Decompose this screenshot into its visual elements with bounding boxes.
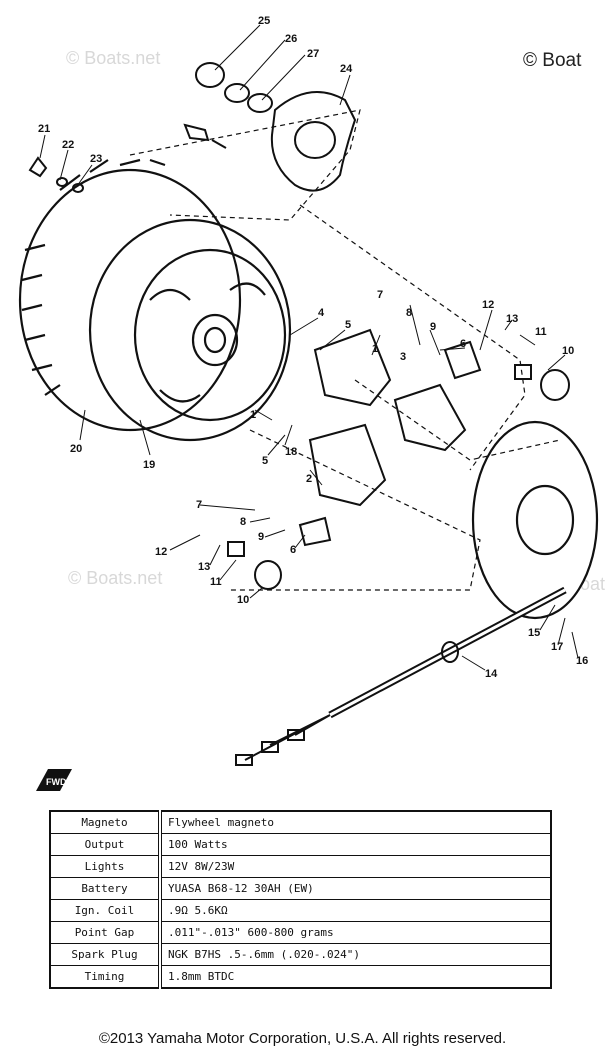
callout-16: 16	[576, 655, 588, 667]
table-row: Timing 1.8mm BTDC	[49, 965, 552, 989]
table-row: Output 100 Watts	[49, 833, 552, 856]
callout-24: 24	[340, 63, 353, 75]
fwd-arrow-icon: FWD	[34, 765, 74, 798]
spec-value: 12V 8W/23W	[159, 855, 552, 878]
callout-23: 23	[90, 153, 102, 165]
table-row: Ign. Coil .9Ω 5.6KΩ	[49, 899, 552, 922]
callout-8-upper: 8	[406, 307, 412, 319]
callout-21: 21	[38, 123, 50, 135]
callout-11-upper: 11	[535, 326, 547, 338]
table-row: Battery YUASA B68-12 30AH (EW)	[49, 877, 552, 900]
wire-harness	[235, 586, 567, 766]
specification-table: Magneto Flywheel magneto Output 100 Watt…	[49, 810, 552, 989]
spec-value: 100 Watts	[159, 833, 552, 856]
watermark-middle-left: © Boats.net	[68, 568, 163, 588]
spec-value: Flywheel magneto	[159, 810, 552, 834]
spec-label: Magneto	[49, 810, 162, 834]
nut-washers	[195, 62, 273, 113]
callout-1-lower: 1	[250, 409, 256, 421]
callout-5-upper: 5	[345, 319, 351, 331]
spec-label: Lights	[49, 855, 162, 878]
callout-14: 14	[485, 668, 498, 680]
watermark-middle-right: oat	[580, 574, 605, 594]
callout-9-lower: 9	[258, 531, 264, 543]
stator-plate	[471, 420, 599, 620]
callout-20: 20	[70, 443, 82, 455]
table-row: Point Gap .011"-.013" 600-800 grams	[49, 921, 552, 944]
callout-15: 15	[528, 627, 540, 639]
callout-8-lower: 8	[240, 516, 246, 528]
callout-6-upper: 6	[460, 338, 466, 350]
condenser-upper	[540, 369, 570, 401]
spec-value: .9Ω 5.6KΩ	[159, 899, 552, 922]
table-row: Spark Plug NGK B7HS .5-.6mm (.020-.024")	[49, 943, 552, 966]
spec-label: Ign. Coil	[49, 899, 162, 922]
spec-label: Point Gap	[49, 921, 162, 944]
callout-13-upper: 13	[506, 313, 518, 325]
screw-21	[28, 156, 48, 178]
ignition-coil-lower	[308, 423, 387, 507]
table-row: Magneto Flywheel magneto	[49, 810, 552, 834]
callout-11-lower: 11	[210, 576, 222, 588]
spec-label: Output	[49, 833, 162, 856]
spec-value: NGK B7HS .5-.6mm (.020-.024")	[159, 943, 552, 966]
callout-12-lower: 12	[155, 546, 167, 558]
exploded-parts-diagram: 25 26 27 24 21 22 23 20 19 4 5 1 7 8 9 6…	[18, 15, 599, 766]
callout-7-upper: 7	[377, 289, 383, 301]
callout-13-lower: 13	[198, 561, 210, 573]
spec-label: Spark Plug	[49, 943, 162, 966]
callout-9-upper: 9	[430, 321, 436, 333]
watermark-top-right: © Boat	[523, 50, 582, 71]
callout-2: 2	[306, 473, 312, 485]
flywheel-fan	[18, 158, 242, 432]
callout-4-upper: 4	[318, 307, 325, 319]
spec-label: Timing	[49, 965, 162, 989]
spec-value: .011"-.013" 600-800 grams	[159, 921, 552, 944]
callout-7-lower: 7	[196, 499, 202, 511]
condenser-lower	[254, 560, 282, 590]
callout-10-upper: 10	[562, 345, 574, 357]
leader-lines	[39, 24, 579, 671]
spec-value: 1.8mm BTDC	[159, 965, 552, 989]
contact-points-lower	[298, 516, 332, 547]
spec-label: Battery	[49, 877, 162, 900]
cover-plate	[270, 91, 357, 192]
magneto-rotor	[88, 218, 292, 442]
spec-value: YUASA B68-12 30AH (EW)	[159, 877, 552, 900]
callout-18: 18	[285, 446, 297, 458]
ignition-coil-right	[393, 383, 467, 452]
callout-25: 25	[258, 15, 270, 27]
contact-points-upper	[443, 340, 482, 380]
table-row: Lights 12V 8W/23W	[49, 855, 552, 878]
callout-26: 26	[285, 33, 297, 45]
callout-10-lower: 10	[237, 594, 249, 606]
callout-6-lower: 6	[290, 544, 296, 556]
callout-19: 19	[143, 459, 155, 471]
copyright-notice: ©2013 Yamaha Motor Corporation, U.S.A. A…	[98, 1030, 507, 1047]
callout-17: 17	[551, 641, 563, 653]
callout-3: 3	[400, 351, 406, 363]
callout-12-upper: 12	[482, 299, 494, 311]
assembly-lines	[129, 109, 561, 591]
small-bolt	[183, 123, 227, 149]
callout-1: 1	[372, 343, 378, 355]
watermark-top-left: © Boats.net	[66, 48, 161, 68]
callout-27: 27	[307, 48, 319, 60]
ignition-coil-upper	[313, 328, 392, 407]
svg-text:FWD: FWD	[46, 777, 67, 787]
callout-5-lower: 5	[262, 455, 268, 467]
callout-22: 22	[62, 139, 74, 151]
